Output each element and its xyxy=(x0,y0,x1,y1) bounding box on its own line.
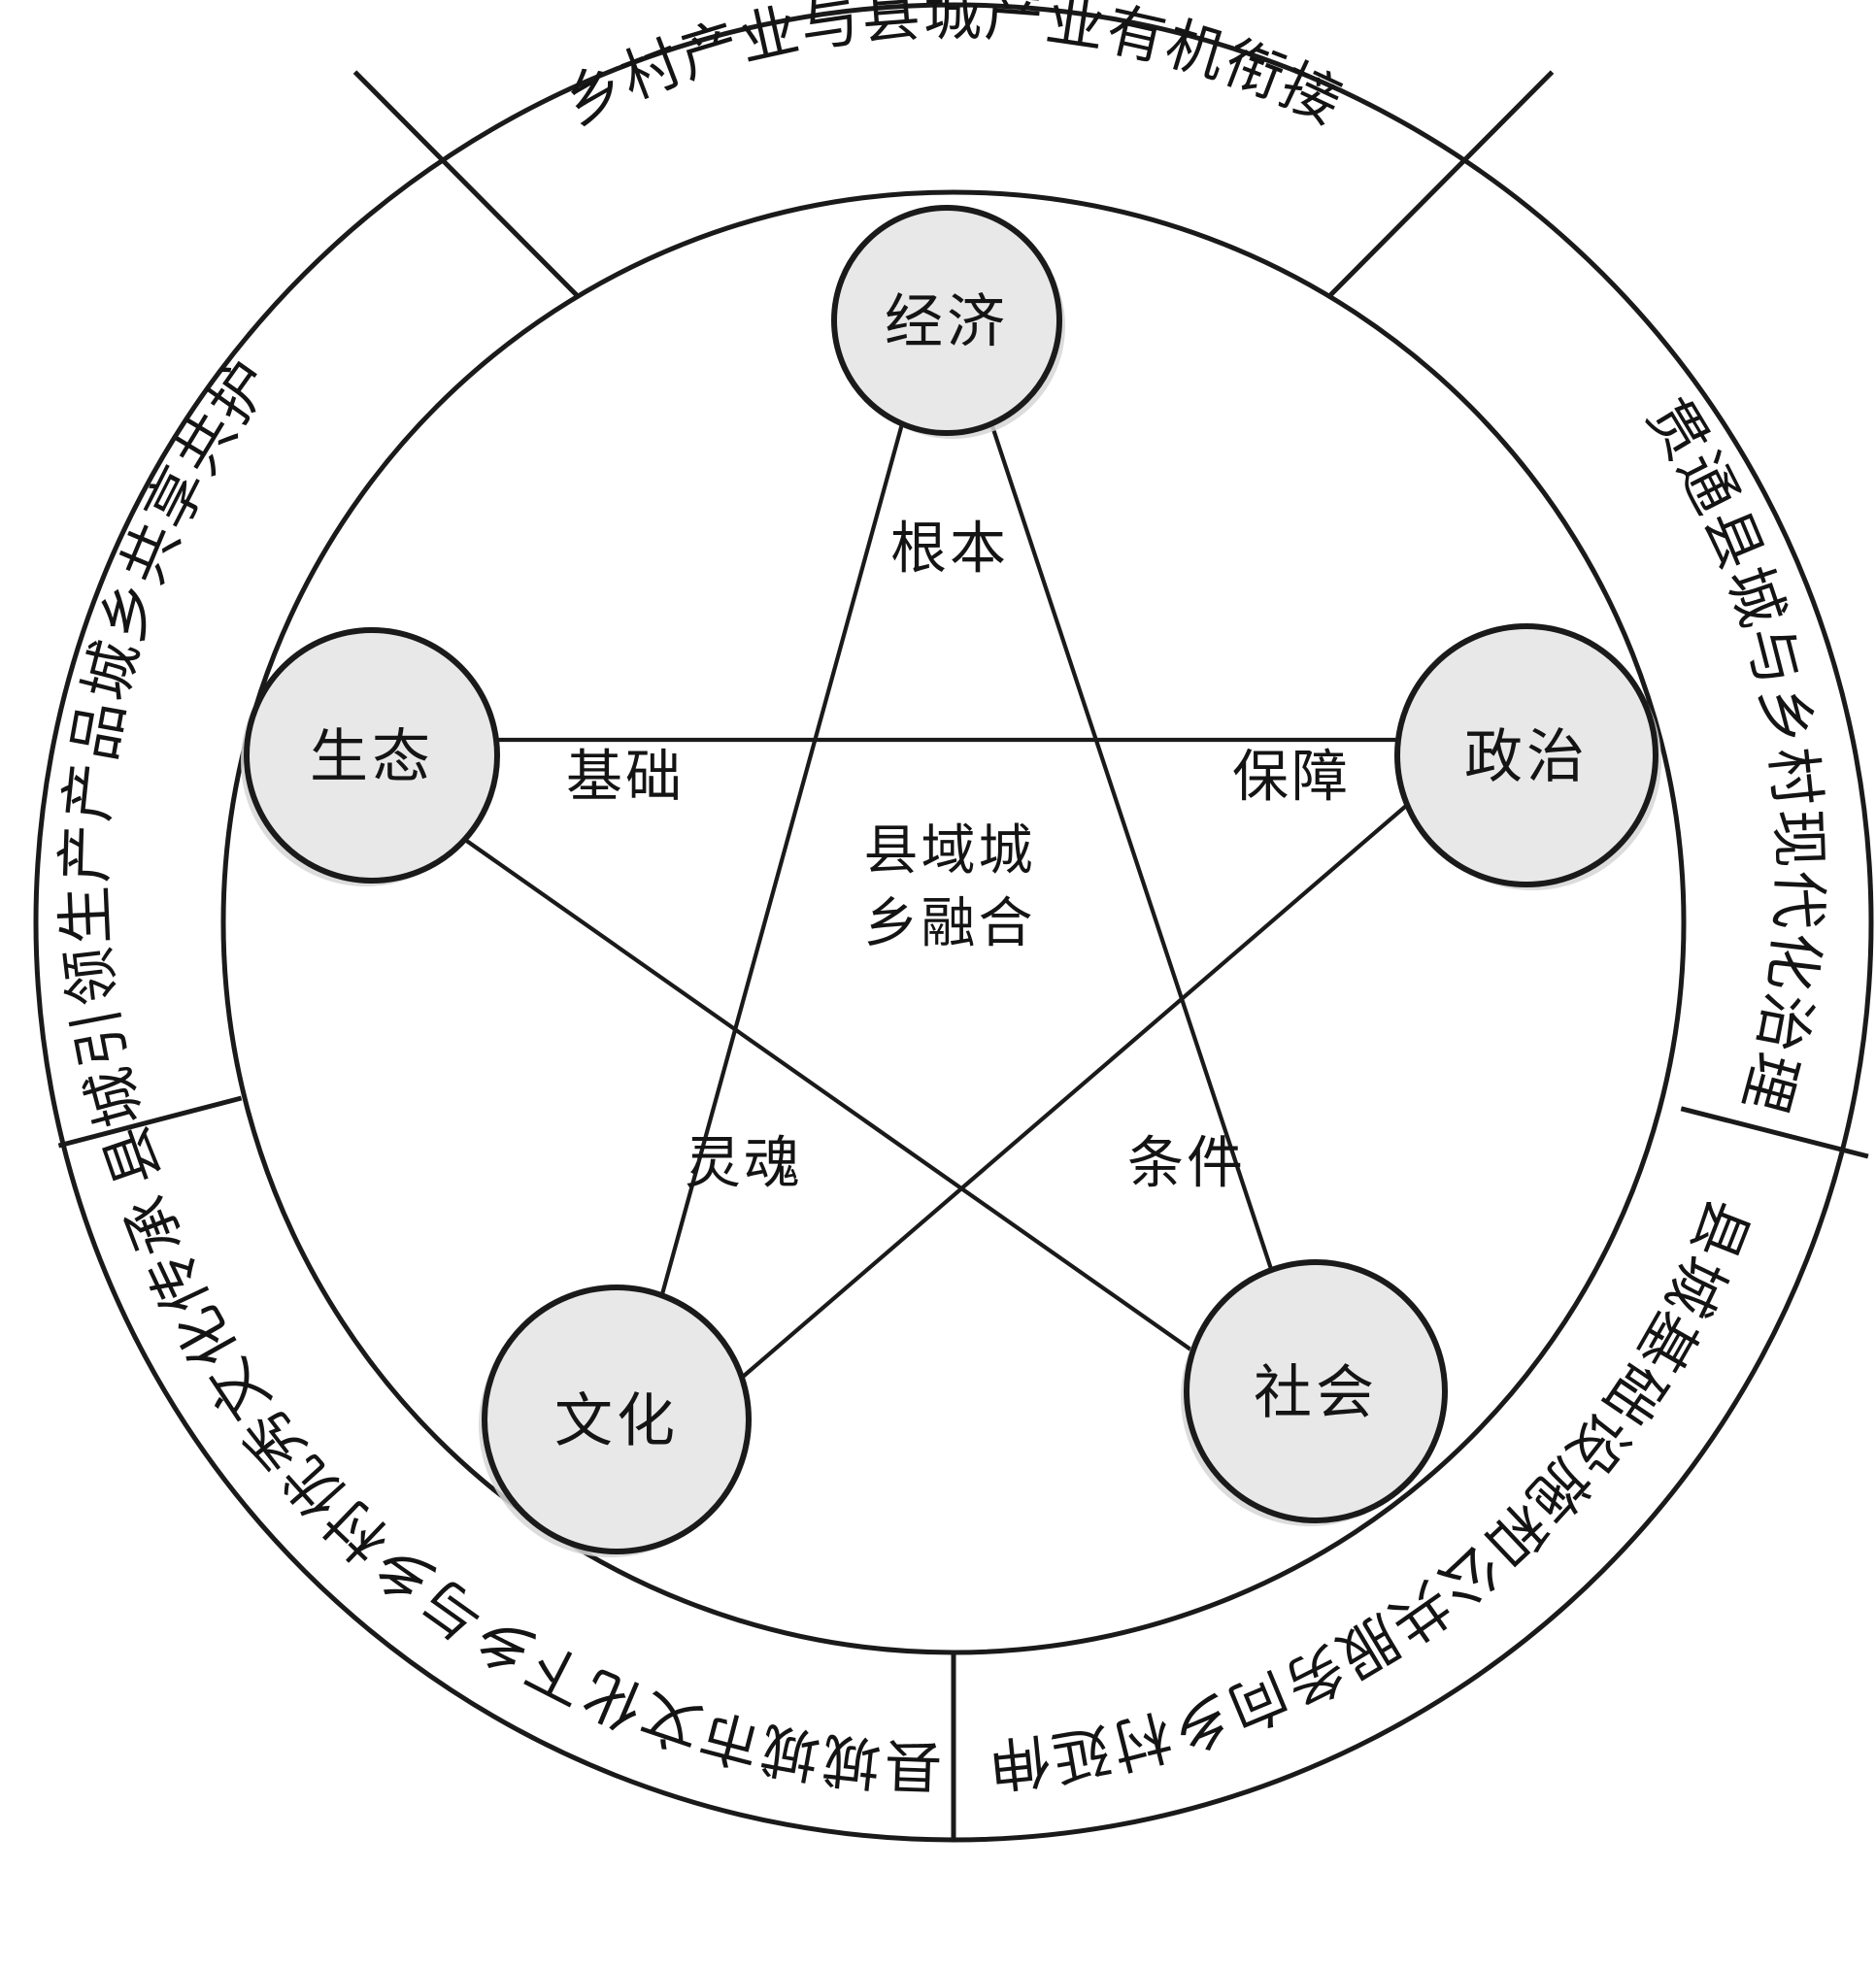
core-label-line2: 乡融合 xyxy=(864,894,1036,954)
node-economy[interactable]: 经济 xyxy=(831,205,1065,439)
node-politics-circle[interactable] xyxy=(1394,623,1658,887)
pentagram-edge-economy-culture xyxy=(659,419,906,1295)
ring-segment-industry-label: 乡村产业与县城产业有机衔接 xyxy=(554,0,1353,137)
node-group: 经济 政治 社会 文化 xyxy=(241,205,1661,1557)
outer-ring-group xyxy=(33,2,1874,1843)
role-label-root: 根本 xyxy=(890,517,1009,581)
ring-divider-top-left xyxy=(352,70,580,298)
node-culture-label: 文化 xyxy=(554,1389,679,1453)
ring-divider-right xyxy=(1680,1106,1869,1159)
pentagram-edge-politics-culture xyxy=(741,804,1408,1379)
node-ecology[interactable]: 生态 xyxy=(241,627,500,886)
pentagram-group xyxy=(456,419,1408,1379)
core-label-line1: 县域城 xyxy=(864,821,1036,882)
role-label-guarantee: 保障 xyxy=(1232,746,1351,809)
node-culture-circle[interactable] xyxy=(482,1285,752,1554)
node-society-label: 社会 xyxy=(1254,1361,1378,1425)
pentagram-edge-economy-society xyxy=(988,419,1274,1273)
role-label-foundation: 基础 xyxy=(566,746,685,809)
pentagram-edge-ecology-society xyxy=(456,833,1198,1355)
role-label-condition: 条件 xyxy=(1127,1132,1246,1195)
node-society[interactable]: 社会 xyxy=(1181,1259,1448,1526)
node-ecology-label: 生态 xyxy=(310,725,434,789)
node-politics[interactable]: 政治 xyxy=(1394,623,1661,890)
ring-divider-top-right xyxy=(1327,70,1555,298)
core-label-group: 县域城 乡融合 xyxy=(864,821,1036,954)
node-society-circle[interactable] xyxy=(1184,1259,1448,1523)
node-economy-circle[interactable] xyxy=(831,205,1062,436)
node-politics-label: 政治 xyxy=(1464,725,1589,789)
role-label-soul: 灵魂 xyxy=(685,1132,803,1195)
node-culture[interactable]: 文化 xyxy=(479,1285,752,1557)
role-label-group: 根本 保障 条件 灵魂 基础 xyxy=(566,517,1351,1195)
node-ecology-circle[interactable] xyxy=(244,627,500,884)
node-economy-label: 经济 xyxy=(885,290,1009,354)
ring-divider-left-lower xyxy=(57,1095,243,1149)
